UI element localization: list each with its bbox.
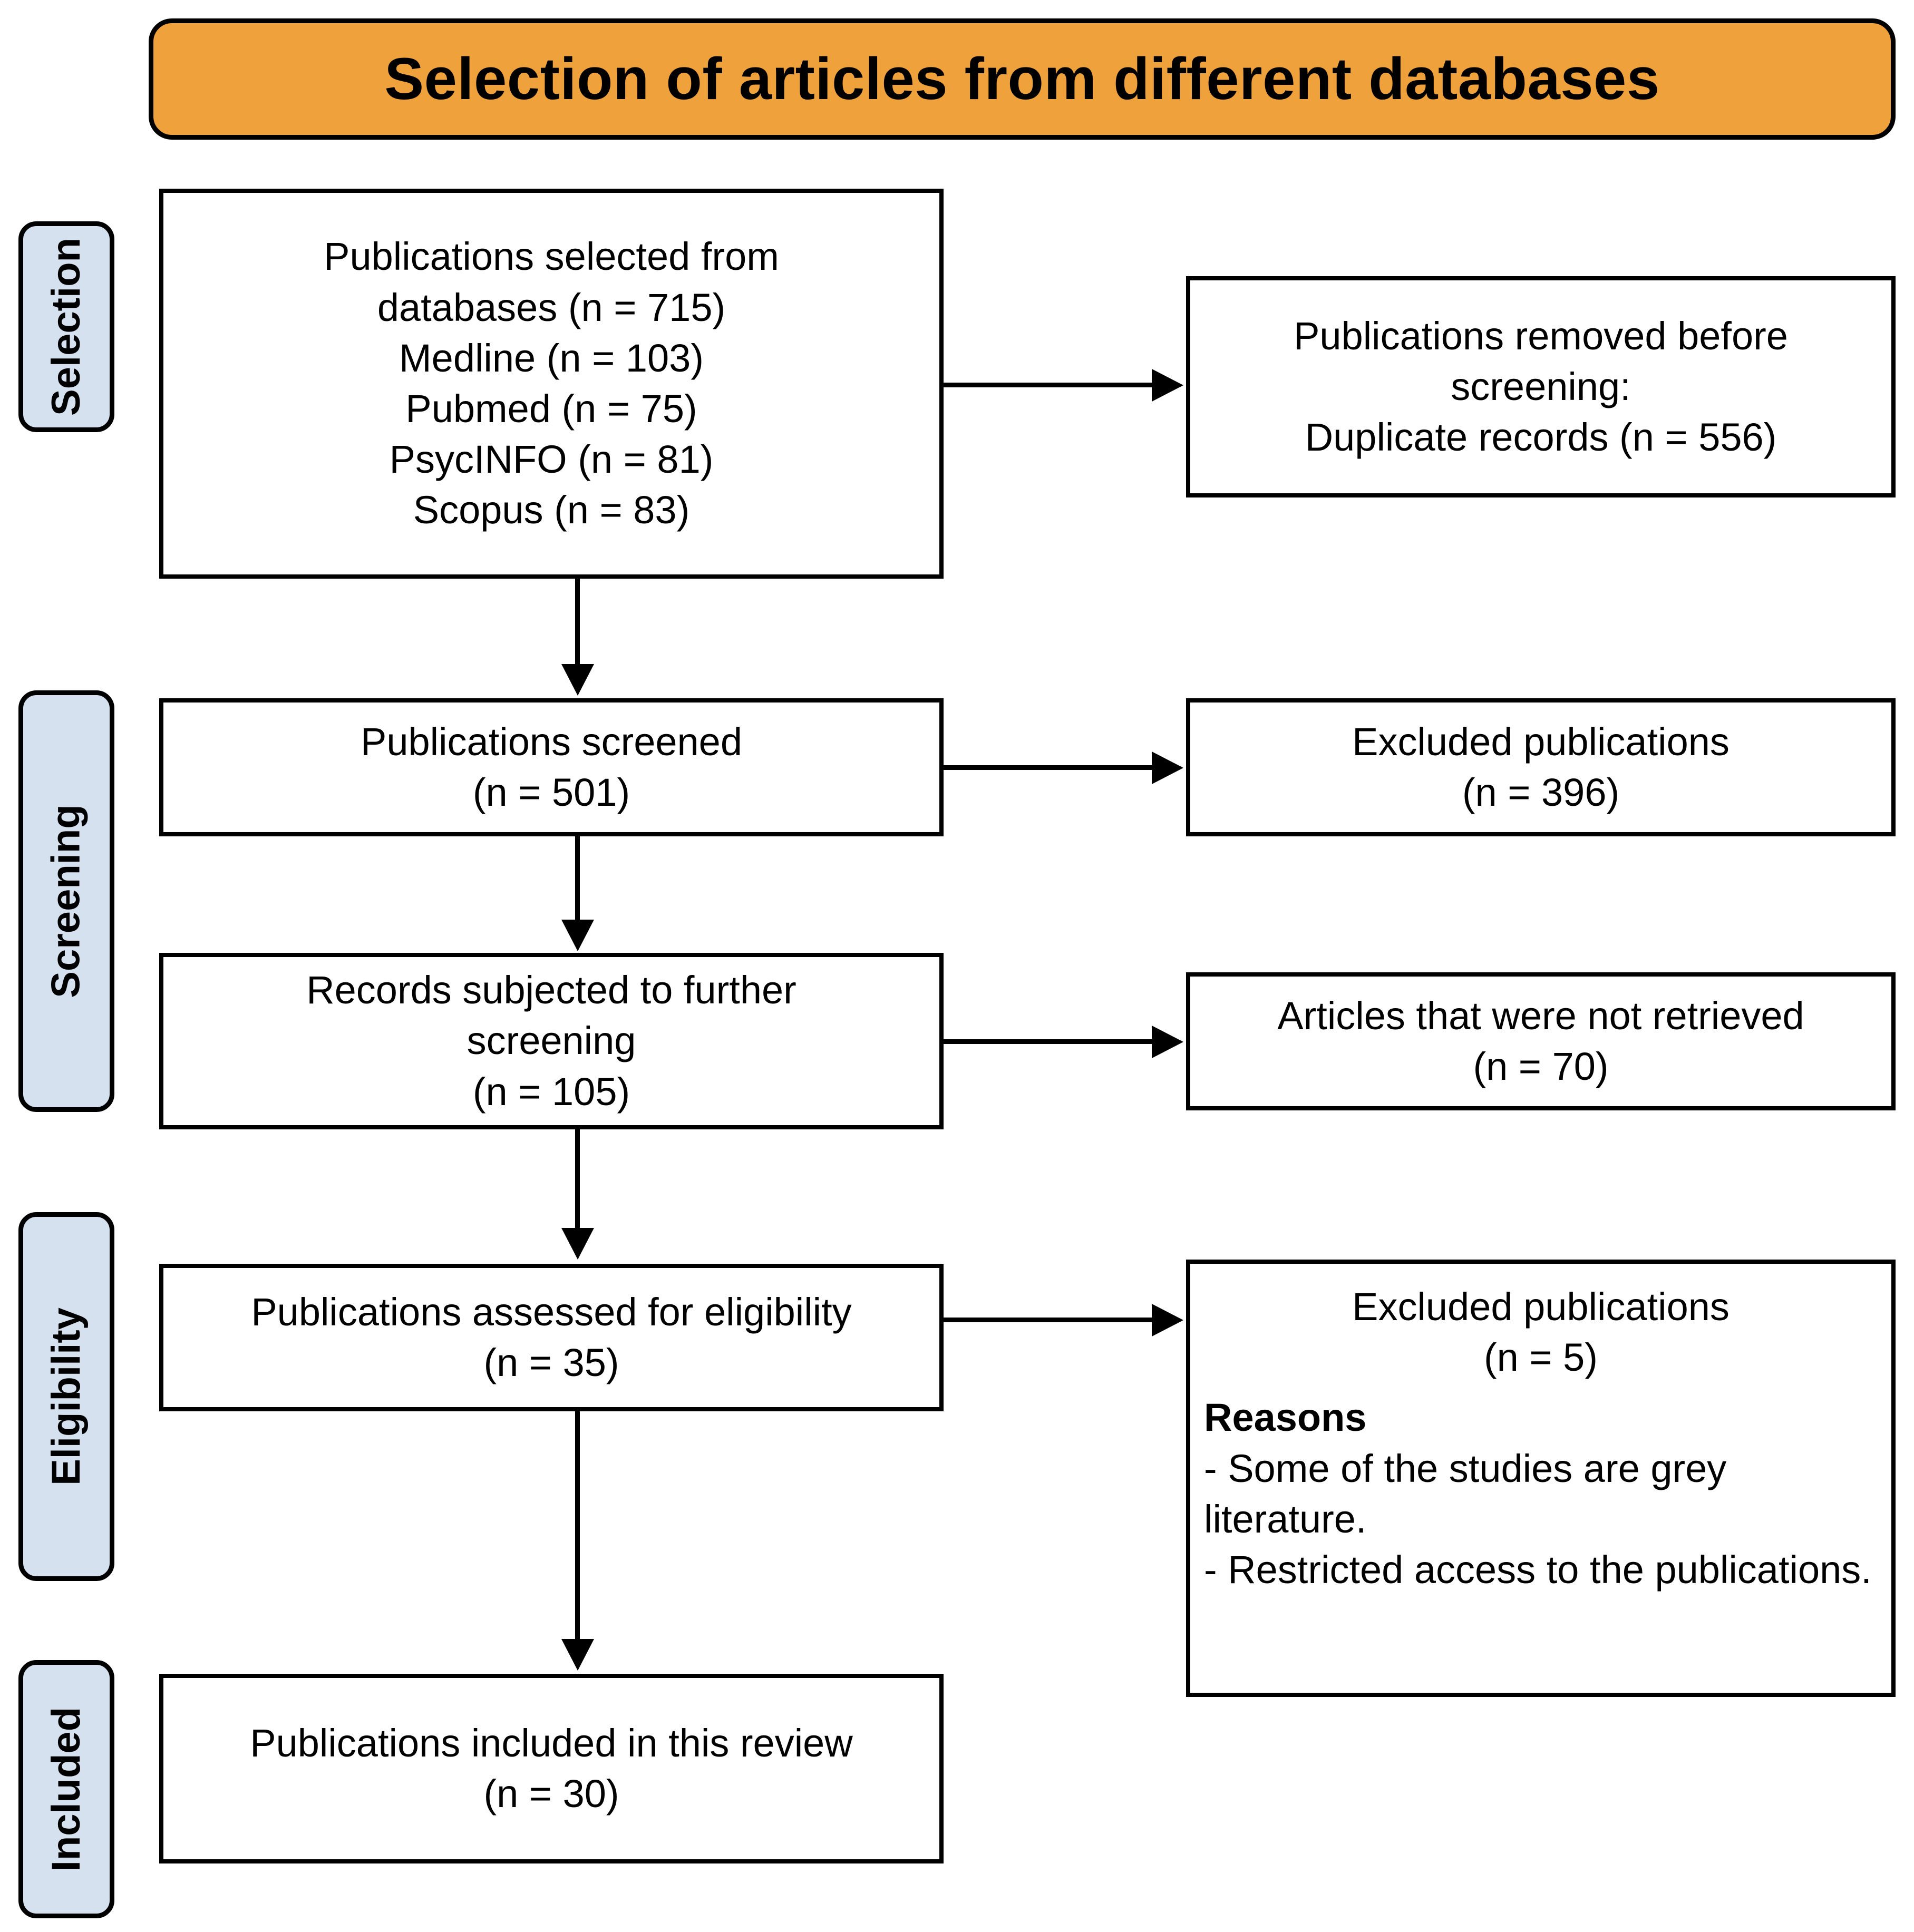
box-line: Duplicate records (n = 556) (1305, 415, 1777, 460)
arrow-screened-to-further-screening (575, 836, 580, 923)
box-line: (n = 35) (483, 1341, 619, 1384)
box-line: Publications screened (361, 719, 742, 764)
box-line: Publications selected from (324, 235, 779, 279)
reason-item: - Restricted access to the publications. (1204, 1547, 1872, 1592)
box-line: Publications removed before (1294, 314, 1788, 358)
arrow-identification-to-removed (944, 383, 1154, 387)
stage-tab-eligibility: Eligibility (18, 1212, 114, 1581)
box-line: (n = 105) (472, 1069, 630, 1114)
box-line: Articles that were not retrieved (1277, 993, 1804, 1038)
arrow-screened-to-excluded (944, 765, 1154, 770)
box-line: Publications included in this review (250, 1721, 853, 1765)
box-line: (n = 30) (483, 1772, 619, 1816)
arrow-eligibility-to-excluded (944, 1318, 1154, 1322)
box-line: Medline (n = 103) (399, 336, 704, 380)
arrow-head-icon (561, 920, 594, 951)
reasons-heading: Reasons (1204, 1396, 1367, 1440)
reason-item: - Some of the studies are grey literatur… (1204, 1446, 1727, 1541)
stage-tab-screening-label: Screening (44, 804, 89, 998)
stage-tab-screening: Screening (18, 690, 114, 1112)
stage-tab-eligibility-label: Eligibility (44, 1307, 89, 1486)
arrow-identification-to-screened (575, 579, 580, 668)
page-title: Selection of articles from different dat… (384, 46, 1660, 112)
stage-tab-included: Included (18, 1660, 114, 1918)
box-line: (n = 501) (472, 770, 630, 814)
box-line: (n = 5) (1484, 1335, 1598, 1380)
box-line: (n = 70) (1473, 1045, 1609, 1088)
box-line: Records subjected to further (306, 968, 796, 1012)
box-excluded-publications-eligibility: Excluded publications (n = 5) Reasons - … (1186, 1260, 1896, 1697)
arrow-head-icon (561, 1228, 594, 1260)
stage-tab-included-label: Included (44, 1706, 89, 1872)
box-line: (n = 396) (1462, 770, 1620, 814)
box-publications-included: Publications included in this review (n … (159, 1674, 944, 1863)
arrow-further-screening-to-not-retrieved (944, 1039, 1154, 1044)
box-line: Excluded publications (1352, 1285, 1730, 1329)
box-records-further-screening: Records subjected to further screening (… (159, 953, 944, 1129)
box-line: Pubmed (n = 75) (405, 387, 697, 431)
arrow-head-icon (561, 1639, 594, 1671)
arrow-head-icon (1152, 1026, 1183, 1058)
box-line: Excluded publications (1352, 719, 1730, 764)
box-assessed-eligibility: Publications assessed for eligibility (n… (159, 1264, 944, 1411)
box-line: Publications assessed for eligibility (251, 1290, 852, 1334)
box-publications-screened: Publications screened (n = 501) (159, 698, 944, 836)
arrow-head-icon (561, 664, 594, 696)
arrow-eligibility-to-included (575, 1411, 580, 1643)
box-articles-not-retrieved: Articles that were not retrieved (n = 70… (1186, 972, 1896, 1110)
arrow-head-icon (1152, 1304, 1183, 1336)
box-line: screening: (1451, 364, 1631, 408)
box-removed-before-screening: Publications removed before screening: D… (1186, 276, 1896, 497)
box-line: Scopus (n = 83) (413, 488, 690, 532)
arrow-further-screening-to-eligibility (575, 1129, 580, 1232)
box-publications-selected: Publications selected from databases (n … (159, 189, 944, 579)
box-excluded-publications-screening: Excluded publications (n = 396) (1186, 698, 1896, 836)
stage-tab-selection-label: Selection (44, 238, 89, 416)
box-line: screening (467, 1019, 636, 1063)
box-line: databases (n = 715) (377, 285, 726, 329)
stage-tab-selection: Selection (18, 221, 114, 432)
arrow-head-icon (1152, 369, 1183, 402)
box-line: PsycINFO (n = 81) (389, 437, 714, 482)
diagram-title-banner: Selection of articles from different dat… (149, 18, 1896, 140)
arrow-head-icon (1152, 752, 1183, 784)
